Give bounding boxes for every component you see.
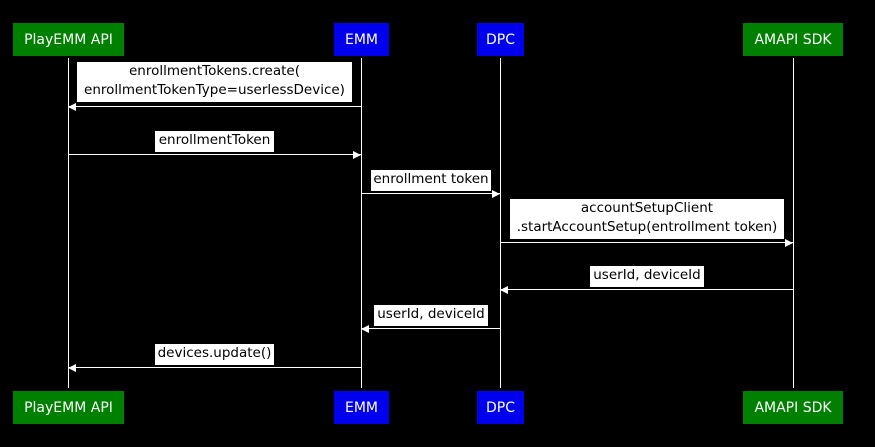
participant-amapi-top-label: AMAPI SDK <box>754 31 832 48</box>
message-5-label: userId, deviceId <box>590 266 704 287</box>
lifeline-playemm <box>68 58 69 388</box>
message-2-label: enrollmentToken <box>155 131 274 152</box>
participant-playemm-top[interactable]: PlayEMM API <box>12 22 125 57</box>
participant-dpc-top[interactable]: DPC <box>476 22 525 57</box>
participant-emm-bottom-label: EMM <box>344 399 378 416</box>
lifeline-dpc <box>500 58 501 388</box>
lifeline-amapi <box>793 58 794 388</box>
arrow-message-2 <box>68 154 361 155</box>
participant-amapi-bottom[interactable]: AMAPI SDK <box>742 390 844 425</box>
participant-amapi-top[interactable]: AMAPI SDK <box>742 22 844 57</box>
arrowhead-message-5 <box>500 286 508 294</box>
arrow-message-6 <box>361 328 500 329</box>
participant-playemm-bottom[interactable]: PlayEMM API <box>12 390 125 425</box>
arrowhead-message-1 <box>68 103 76 111</box>
arrow-message-4 <box>500 242 793 243</box>
arrow-message-5 <box>500 289 793 290</box>
message-7-label: devices.update() <box>155 344 274 365</box>
message-6-label: userId, deviceId <box>374 305 488 326</box>
arrowhead-message-7 <box>68 364 76 372</box>
participant-emm-bottom[interactable]: EMM <box>333 390 390 425</box>
arrow-message-1 <box>68 106 361 107</box>
participant-dpc-bottom-label: DPC <box>486 399 515 416</box>
arrow-message-7 <box>68 367 361 368</box>
participant-dpc-bottom[interactable]: DPC <box>476 390 525 425</box>
arrow-message-3 <box>361 193 500 194</box>
arrowhead-message-6 <box>361 325 369 333</box>
participant-playemm-bottom-label: PlayEMM API <box>24 399 113 416</box>
participant-emm-top[interactable]: EMM <box>333 22 390 57</box>
message-3-label: enrollment token <box>371 170 491 191</box>
participant-emm-top-label: EMM <box>344 31 378 48</box>
participant-amapi-bottom-label: AMAPI SDK <box>754 399 832 416</box>
participant-playemm-top-label: PlayEMM API <box>24 31 113 48</box>
arrowhead-message-4 <box>785 239 793 247</box>
arrowhead-message-2 <box>353 151 361 159</box>
message-4-label: accountSetupClient .startAccountSetup(en… <box>510 199 784 239</box>
arrowhead-message-3 <box>492 190 500 198</box>
lifeline-emm <box>361 58 362 388</box>
participant-dpc-top-label: DPC <box>486 31 515 48</box>
message-1-label: enrollmentTokens.create( enrollmentToken… <box>77 62 352 102</box>
